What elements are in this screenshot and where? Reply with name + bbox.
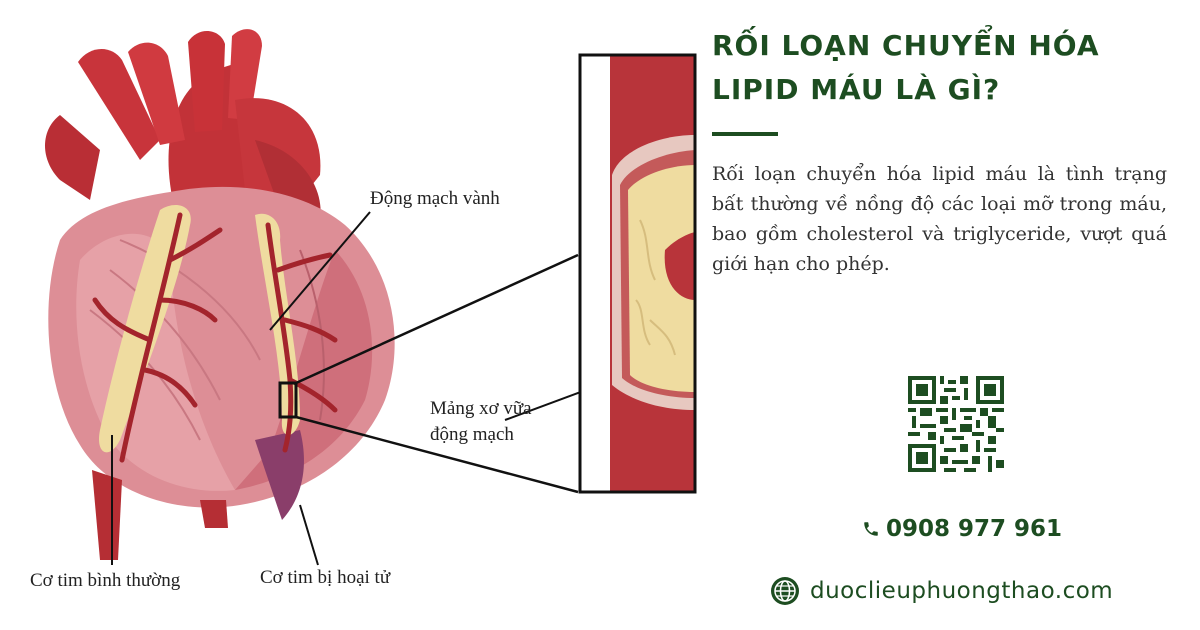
label-plaque-line2: động mạch — [430, 424, 514, 445]
label-necrotic-muscle: Cơ tim bị hoại tử — [260, 567, 391, 588]
heart-illustration — [45, 29, 697, 566]
label-plaque-line1: Mảng xơ vữa — [430, 398, 532, 419]
connector-lines — [295, 253, 579, 494]
title-line-1: RỐI LOẠN CHUYỂN HÓA — [712, 29, 1100, 62]
phone-contact[interactable]: 0908 977 961 — [862, 516, 1062, 542]
qr-code-icon[interactable] — [908, 376, 1004, 472]
title-line-2: LIPID MÁU LÀ GÌ? — [712, 73, 1001, 106]
label-normal-muscle: Cơ tim bình thường — [30, 570, 181, 591]
article-body: Rối loạn chuyển hóa lipid máu là tình tr… — [712, 163, 1167, 275]
label-coronary-artery: Động mạch vành — [370, 188, 500, 209]
website-url: duoclieuphuongthao.com — [810, 578, 1114, 604]
zoom-marker — [278, 381, 298, 419]
title-divider — [712, 132, 778, 136]
heart-diagram: Động mạch vành Mảng xơ vữa động mạch Cơ … — [30, 29, 697, 591]
zoom-frame — [578, 53, 697, 494]
page-title: RỐI LOẠN CHUYỂN HÓA LIPID MÁU LÀ GÌ? — [712, 24, 1182, 112]
phone-number: 0908 977 961 — [886, 516, 1063, 542]
website-link[interactable]: duoclieuphuongthao.com — [770, 576, 1113, 606]
artery-cross-section — [580, 55, 695, 492]
globe-icon — [771, 577, 799, 605]
text-panel: RỐI LOẠN CHUYỂN HÓA LIPID MÁU LÀ GÌ? Rối… — [712, 0, 1182, 630]
phone-icon — [864, 522, 878, 536]
aorta — [45, 29, 321, 230]
